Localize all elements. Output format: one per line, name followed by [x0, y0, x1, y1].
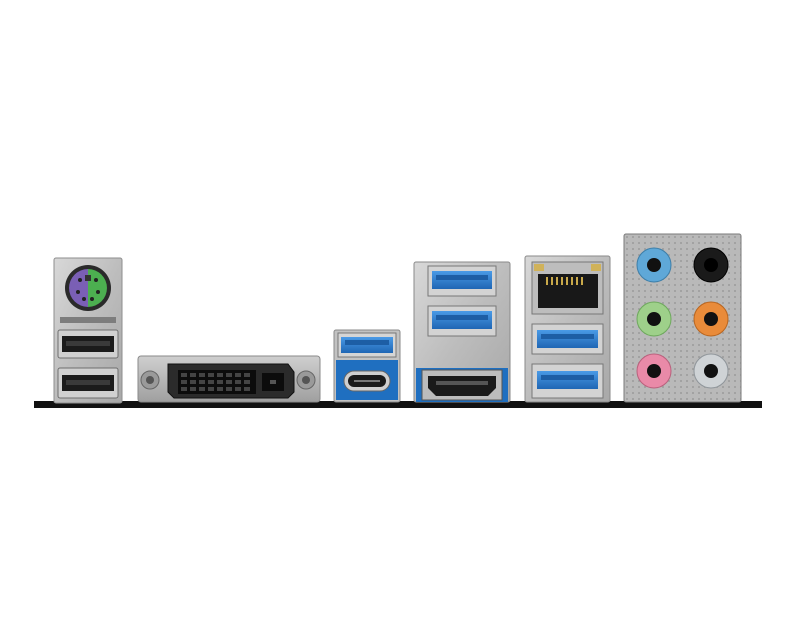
usb3-port-lan-top: [531, 323, 604, 355]
audio-jack-mic-in: [636, 353, 672, 389]
usb3-port-stack-bottom: [427, 305, 497, 337]
usb2-port-bottom: [57, 367, 119, 399]
audio-jack-rear-speaker: [693, 247, 729, 283]
usb3-hdmi-stack: [413, 261, 511, 403]
usb-type-c-port: [343, 370, 391, 392]
usb3-typec-stack: [333, 329, 401, 403]
usb3-port-lan-bottom: [531, 363, 604, 399]
lan-usb3-stack: [524, 255, 611, 403]
usb3-type-a-port: [337, 332, 397, 358]
ps2-combo-port: [65, 265, 111, 311]
usb2-port-top: [57, 329, 119, 359]
rj45-lan-port: [531, 261, 604, 315]
audio-jack-center-sub: [693, 301, 729, 337]
audio-jack-line-in: [636, 247, 672, 283]
audio-jack-side-speaker: [693, 353, 729, 389]
audio-jack-line-out: [636, 301, 672, 337]
ps2-usb2-stack: [53, 257, 123, 404]
pcb-edge: [34, 401, 762, 408]
dvi-port: [137, 355, 321, 403]
usb3-port-stack-top: [427, 265, 497, 297]
audio-jack-block: [623, 233, 742, 403]
hdmi-port: [421, 369, 503, 401]
